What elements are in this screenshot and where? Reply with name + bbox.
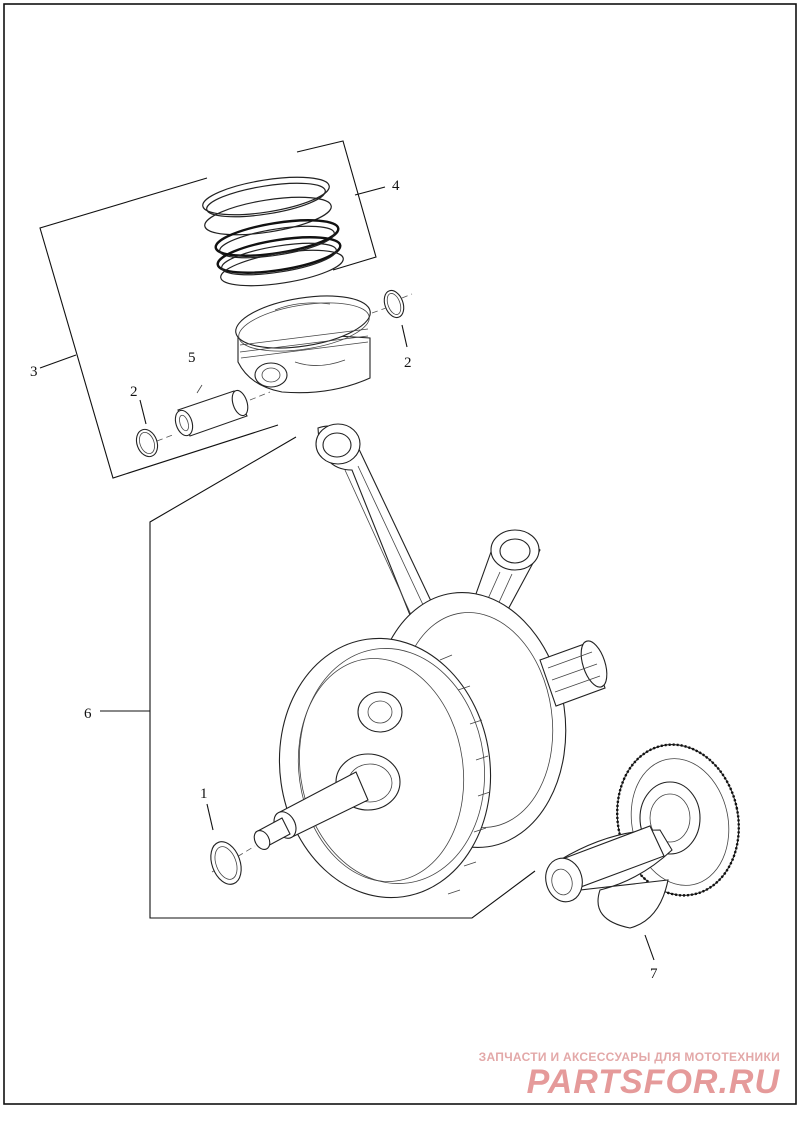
watermark-logo: PARTSFOR.RU [526,1063,780,1101]
callout-7: 7 [650,966,658,982]
circlip-front [206,803,242,885]
callout-6: 6 [84,706,92,722]
circlip-left [135,399,159,458]
callout-2-left: 2 [130,384,138,400]
balancer-shaft [545,743,740,961]
piston-pin [156,384,271,442]
ring-set-bracket [296,140,386,271]
crankshaft-flywheel [211,592,608,899]
callout-3: 3 [30,364,38,380]
piston [235,295,371,394]
watermark: ЗАПЧАСТИ И АКСЕССУАРЫ ДЛЯ МОТОТЕХНИКИ PA… [479,1050,780,1100]
connecting-rod-front [315,423,441,641]
callout-5: 5 [188,350,196,366]
callout-2-right: 2 [404,355,412,371]
page-border [3,3,797,1105]
crankshaft-bracket [100,436,536,919]
watermark-caption: ЗАПЧАСТИ И АКСЕССУАРЫ ДЛЯ МОТОТЕХНИКИ [478,1050,780,1064]
circlip-right [371,289,413,348]
callout-4: 4 [392,178,400,194]
callout-1: 1 [200,786,208,802]
piston-rings [202,176,344,287]
piston-assembly-bracket [39,177,279,479]
